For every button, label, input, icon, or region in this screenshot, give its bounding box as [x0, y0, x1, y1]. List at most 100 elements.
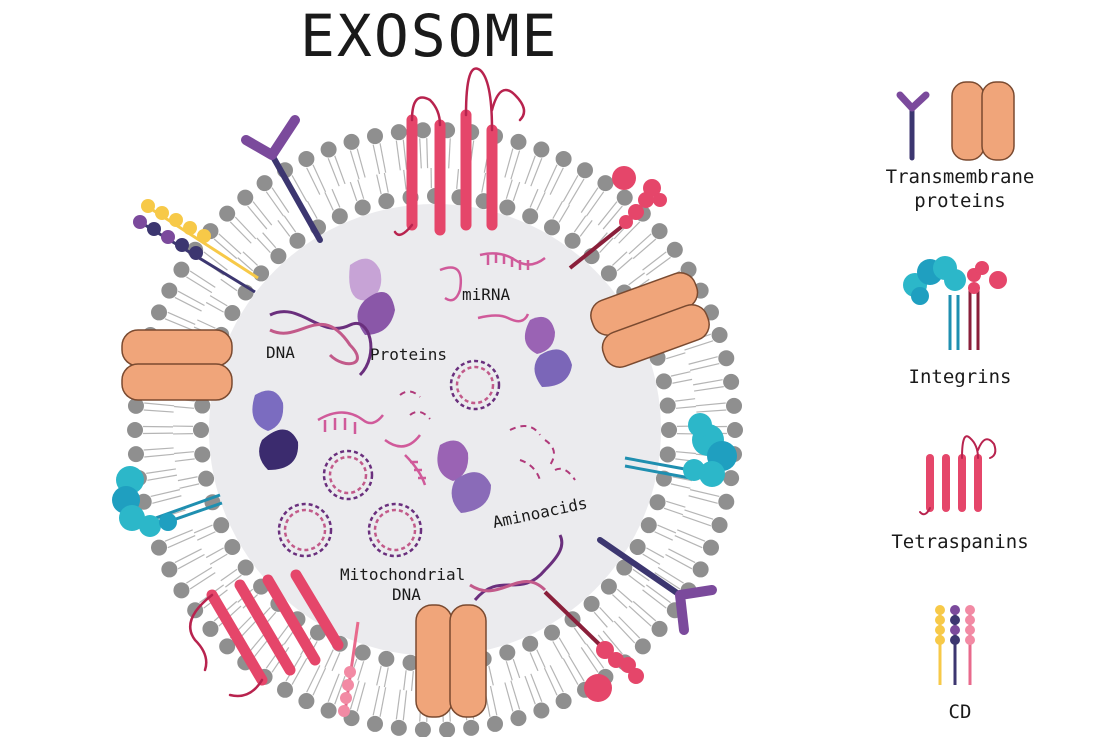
lipid-tail [580, 187, 599, 213]
lipid-tail [209, 295, 228, 307]
lipid-tail [593, 611, 608, 628]
lipid-tail [177, 476, 198, 482]
lipid-tail [666, 500, 686, 508]
lipid-tail [672, 378, 693, 384]
mirna-fragments [317, 252, 546, 486]
lipid-tail [312, 164, 327, 193]
dna-helix [269, 310, 373, 377]
inner-lipid-head [194, 446, 211, 463]
inner-lipid-head [600, 578, 617, 595]
lipid-tail [543, 667, 558, 696]
lipid-tail [562, 658, 579, 685]
lipid-tail [152, 495, 182, 504]
lipid-tail [675, 405, 696, 409]
lipid-tail [512, 658, 521, 679]
lipid-tail [327, 158, 340, 187]
lipid-tail [552, 641, 564, 660]
lipid-tail [529, 188, 539, 208]
lipid-tail [349, 150, 360, 180]
lipid-tail [654, 572, 681, 590]
inner-lipid-head [522, 635, 539, 652]
inner-lipid-head [659, 397, 676, 414]
inner-lipid-head [270, 248, 287, 265]
lipid-tail [530, 158, 543, 187]
outer-lipid-head [161, 561, 178, 578]
red-receptor-top-right [568, 166, 667, 270]
lipid-tail [488, 665, 494, 686]
transmembrane-protein-right [590, 272, 710, 368]
lipid-tail [225, 574, 242, 588]
inner-lipid-head [522, 208, 539, 225]
outer-lipid-head [366, 128, 383, 145]
lipid-tail [657, 566, 684, 584]
lipid-tail [306, 665, 321, 693]
lipid-tail [174, 548, 202, 564]
lipid-tail [675, 451, 696, 455]
lipid-tail [642, 589, 667, 609]
lipid-tail [628, 233, 652, 255]
lipid-tail [193, 524, 213, 534]
legend-integrin-icon [903, 256, 1007, 350]
lipid-tail [174, 458, 195, 462]
lipid-tail [536, 192, 546, 211]
lipid-tail [602, 630, 623, 655]
lipid-tail [189, 572, 216, 590]
lipid-bilayer [123, 118, 747, 737]
integrin-right [624, 413, 737, 487]
outer-lipid-head [127, 422, 143, 438]
inner-lipid-head [659, 446, 676, 463]
lipid-tail [684, 509, 714, 520]
lipid-tail [197, 531, 216, 541]
lipid-tail [628, 272, 645, 286]
legend-integrins-label: Integrins [908, 366, 1012, 388]
lipid-tail [324, 649, 334, 668]
lipid-tail [611, 594, 628, 609]
lipid-tail [262, 232, 277, 249]
lipid-tail [632, 238, 657, 260]
outer-lipid-head [555, 693, 572, 710]
lipid-tail [645, 584, 671, 604]
outer-lipid-head [173, 582, 190, 599]
lipid-tail [579, 220, 593, 237]
lipid-tail [599, 606, 614, 623]
outer-lipid-head [414, 122, 431, 139]
lipid-tail [549, 665, 564, 693]
outer-lipid-head [711, 517, 728, 534]
outer-lipid-head [343, 133, 360, 150]
lipid-tail [695, 402, 726, 407]
dna-helix-bottom [469, 534, 564, 601]
lipid-tail [689, 362, 720, 371]
outer-lipid-head [723, 470, 740, 487]
lipid-tail [395, 140, 401, 171]
lipid-tail [220, 568, 238, 582]
lipid-tail [573, 627, 587, 645]
legend-cd-icon [935, 605, 975, 685]
lipid-tail [189, 270, 216, 288]
lipid-tail [654, 531, 673, 541]
lipid-tail [529, 652, 539, 672]
lipid-tail [357, 179, 365, 199]
lipid-tail [218, 233, 242, 255]
lipid-tail [177, 554, 205, 570]
lipid-tail [174, 405, 195, 409]
lipid-tail [543, 164, 558, 193]
outer-lipid-head [692, 561, 709, 578]
inner-lipid-head [378, 193, 395, 210]
mitochondrial-dna-rings [277, 359, 501, 558]
lipid-tail [283, 215, 297, 233]
lipid-tail [668, 548, 696, 564]
lipid-tail [379, 687, 387, 717]
inner-lipid-head [402, 654, 419, 671]
lipid-tail [186, 276, 213, 294]
lipid-tail [481, 172, 487, 193]
lipid-tail [448, 138, 451, 169]
lipid-tail [672, 476, 693, 482]
lipid-tail [349, 181, 358, 202]
lipid-tail [573, 215, 587, 233]
outer-lipid-head [634, 638, 651, 655]
outer-lipid-head [390, 124, 407, 141]
lipid-tail [558, 637, 570, 656]
legend-transmembrane-line1: Transmembrane [885, 166, 1035, 188]
lipid-tail [696, 409, 727, 413]
lipid-tail [334, 675, 346, 705]
